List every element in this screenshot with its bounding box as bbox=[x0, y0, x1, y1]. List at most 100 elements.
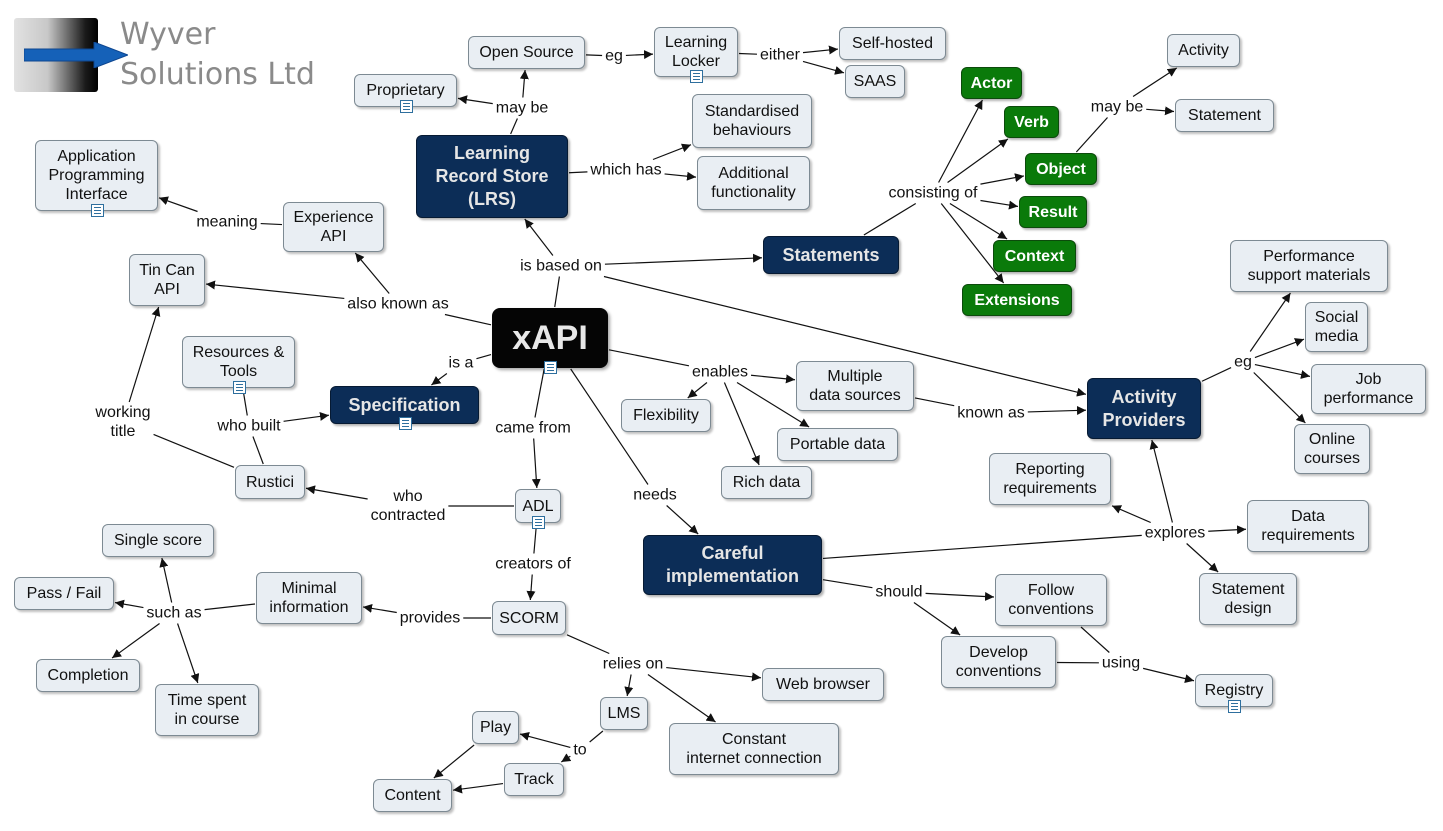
node-statement-design[interactable]: Statement design bbox=[1199, 573, 1297, 625]
connector-xapi-to-came-from bbox=[534, 368, 545, 418]
node-experience-api[interactable]: Experience API bbox=[283, 202, 384, 252]
connector-may-be-lrs-to-proprietary bbox=[457, 95, 493, 105]
logo-arrow-icon bbox=[24, 42, 128, 68]
node-additional[interactable]: Additional functionality bbox=[697, 156, 810, 210]
node-resources-tools[interactable]: Resources & Tools bbox=[182, 336, 295, 388]
node-multiple-sources[interactable]: Multiple data sources bbox=[796, 361, 914, 411]
link-label-needs: needs bbox=[631, 485, 679, 505]
node-context[interactable]: Context bbox=[993, 240, 1076, 272]
connector-consisting-of-to-actor bbox=[938, 99, 983, 183]
connector-which-has-to-additional bbox=[664, 171, 697, 181]
node-statement[interactable]: Statement bbox=[1175, 99, 1274, 132]
connector-who-contracted-to-rustici bbox=[305, 485, 368, 500]
connector-such-as-to-single-score bbox=[159, 557, 173, 603]
node-pass-fail[interactable]: Pass / Fail bbox=[14, 577, 114, 610]
node-completion[interactable]: Completion bbox=[36, 659, 140, 692]
link-label-explores: explores bbox=[1142, 523, 1208, 543]
node-single-score[interactable]: Single score bbox=[102, 524, 214, 557]
node-open-source[interactable]: Open Source bbox=[468, 36, 585, 69]
node-develop-conventions[interactable]: Develop conventions bbox=[941, 636, 1056, 688]
node-lms[interactable]: LMS bbox=[600, 697, 648, 730]
node-saas[interactable]: SAAS bbox=[845, 65, 905, 98]
node-job-performance[interactable]: Job performance bbox=[1311, 364, 1426, 414]
note-icon[interactable] bbox=[398, 417, 412, 430]
node-adl[interactable]: ADL bbox=[515, 489, 561, 523]
connector-may-be-lrs-to-open-source bbox=[519, 69, 529, 98]
node-app-prog-interface[interactable]: Application Programming Interface bbox=[35, 140, 158, 211]
connector-is-based-on-to-activity-providers bbox=[603, 275, 1087, 397]
node-statements[interactable]: Statements bbox=[763, 236, 899, 274]
node-scorm[interactable]: SCORM bbox=[492, 601, 566, 635]
node-follow-conventions[interactable]: Follow conventions bbox=[995, 574, 1107, 626]
connector-eg-2-to-performance-support bbox=[1249, 292, 1291, 352]
note-icon[interactable] bbox=[399, 100, 413, 113]
node-self-hosted[interactable]: Self-hosted bbox=[839, 27, 946, 60]
connector-either-to-self-hosted bbox=[802, 45, 839, 55]
node-verb[interactable]: Verb bbox=[1004, 106, 1059, 138]
connector-explores-to-statement-design bbox=[1186, 543, 1219, 573]
node-social-media[interactable]: Social media bbox=[1305, 302, 1368, 352]
connector-object-to-may-be-obj bbox=[1075, 117, 1108, 153]
node-track[interactable]: Track bbox=[504, 763, 564, 796]
node-object[interactable]: Object bbox=[1025, 153, 1097, 185]
node-flexibility[interactable]: Flexibility bbox=[621, 399, 711, 432]
connector-consisting-of-to-context bbox=[949, 202, 1008, 240]
link-label-consisting-of: consisting of bbox=[886, 183, 980, 203]
connector-lrs-to-may-be-lrs bbox=[510, 118, 518, 135]
company-logo: Wyver Solutions Ltd bbox=[14, 18, 315, 94]
node-content[interactable]: Content bbox=[373, 779, 452, 812]
connector-eg-2-to-social-media bbox=[1254, 338, 1305, 359]
connector-consisting-of-to-result bbox=[980, 199, 1019, 210]
link-label-may-be-lrs: may be bbox=[493, 98, 551, 118]
node-portable-data[interactable]: Portable data bbox=[777, 428, 898, 461]
node-time-spent[interactable]: Time spent in course bbox=[155, 684, 259, 736]
node-xapi[interactable]: xAPI bbox=[492, 308, 608, 368]
link-label-such-as: such as bbox=[144, 603, 204, 623]
connector-which-has-to-standardised bbox=[652, 143, 692, 161]
link-label-creators-of: creators of bbox=[493, 554, 573, 574]
connector-is-a-to-specification bbox=[431, 373, 448, 386]
connector-open-source-to-eg-1 bbox=[585, 54, 603, 57]
link-label-who-built: who built bbox=[215, 416, 283, 436]
node-activity-providers[interactable]: Activity Providers bbox=[1087, 378, 1201, 439]
node-data-req[interactable]: Data requirements bbox=[1247, 500, 1369, 552]
link-label-relies-on: relies on bbox=[600, 654, 666, 674]
note-icon[interactable] bbox=[690, 70, 703, 83]
note-icon[interactable] bbox=[1228, 700, 1241, 713]
node-extensions[interactable]: Extensions bbox=[962, 284, 1072, 316]
connector-eg-2-to-job-performance bbox=[1254, 363, 1311, 379]
connector-statements-to-consisting-of bbox=[863, 202, 917, 236]
note-icon[interactable] bbox=[532, 516, 545, 529]
node-web-browser[interactable]: Web browser bbox=[762, 668, 884, 701]
connector-to-to-play bbox=[519, 731, 571, 749]
connector-explores-to-activity-providers bbox=[1149, 439, 1173, 523]
node-rustici[interactable]: Rustici bbox=[235, 465, 305, 499]
node-rich-data[interactable]: Rich data bbox=[721, 466, 812, 499]
connector-meaning-to-app-prog-interface bbox=[158, 196, 198, 213]
node-tin-can[interactable]: Tin Can API bbox=[129, 254, 205, 306]
node-constant-internet[interactable]: Constant internet connection bbox=[669, 723, 839, 775]
link-label-is-based-on: is based on bbox=[518, 256, 604, 276]
note-icon[interactable] bbox=[232, 381, 246, 394]
connector-working-title-to-tin-can bbox=[128, 306, 161, 403]
note-icon[interactable] bbox=[90, 204, 104, 217]
connector-xapi-to-is-based-on bbox=[554, 276, 560, 308]
connector-xapi-to-also-known-as bbox=[444, 313, 492, 326]
node-play[interactable]: Play bbox=[472, 711, 519, 744]
note-icon[interactable] bbox=[544, 361, 557, 374]
link-label-eg-1: eg bbox=[603, 46, 625, 66]
node-activity[interactable]: Activity bbox=[1167, 34, 1240, 67]
node-standardised[interactable]: Standardised behaviours bbox=[692, 94, 812, 148]
node-online-courses[interactable]: Online courses bbox=[1294, 424, 1370, 474]
connector-either-to-saas bbox=[802, 60, 845, 75]
connector-multiple-sources-to-known-as bbox=[914, 397, 955, 407]
node-performance-support[interactable]: Performance support materials bbox=[1230, 240, 1388, 292]
node-lrs[interactable]: Learning Record Store (LRS) bbox=[416, 135, 568, 218]
node-result[interactable]: Result bbox=[1019, 196, 1087, 228]
link-label-who-contracted: who contracted bbox=[368, 487, 448, 525]
node-reporting-req[interactable]: Reporting requirements bbox=[989, 453, 1111, 505]
node-actor[interactable]: Actor bbox=[961, 67, 1022, 99]
connector-also-known-as-to-experience-api bbox=[354, 252, 390, 294]
node-minimal-info[interactable]: Minimal information bbox=[256, 572, 362, 624]
node-careful[interactable]: Careful implementation bbox=[643, 535, 822, 595]
